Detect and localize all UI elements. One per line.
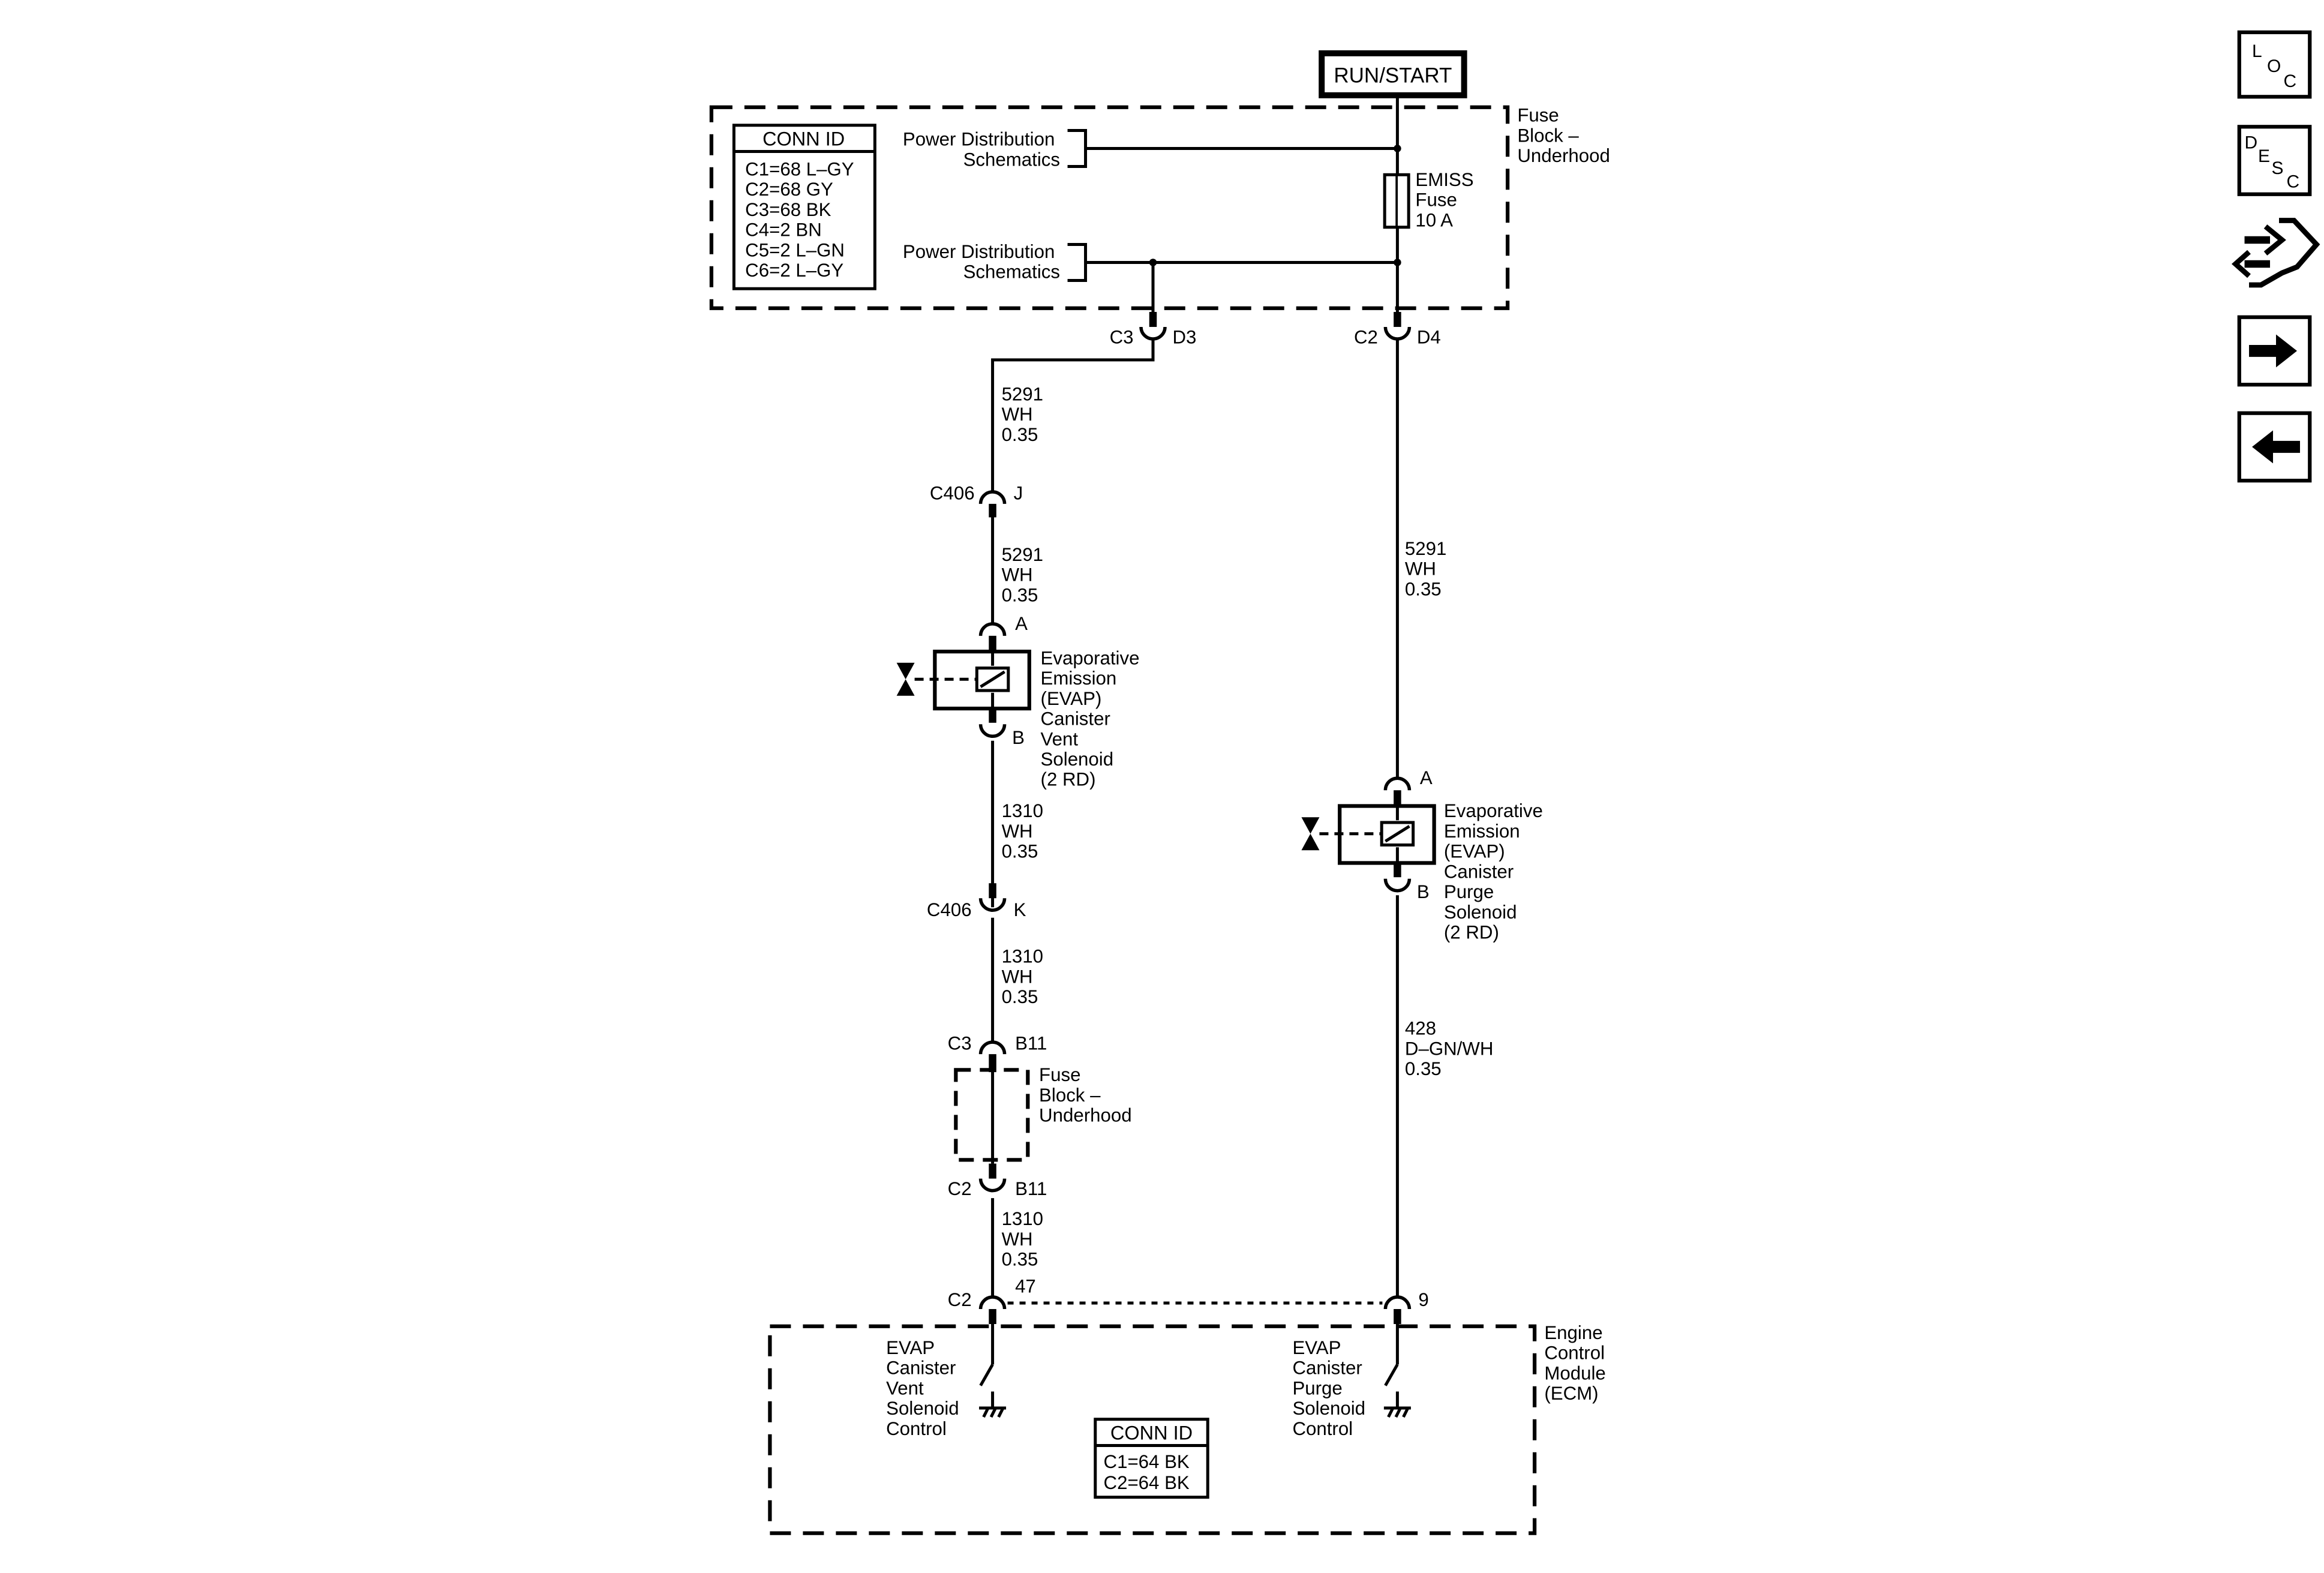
run-start-source: RUN/START [1319, 50, 1467, 98]
emiss-fuse-label: EMISS Fuse 10 A [1415, 169, 1479, 230]
conn-id-title-top: CONN ID [762, 128, 845, 150]
fuse-block-top-label: Fuse Block – Underhood [1517, 105, 1610, 166]
conn-id-table-ecm: CONN ID C1=64 BK C2=64 BK [1094, 1418, 1209, 1499]
svg-text:O: O [2267, 56, 2281, 76]
svg-text:C: C [2287, 172, 2300, 192]
connector-c3-d3: C3 D3 [1110, 311, 1196, 347]
connector-ecm-9: 9 [1383, 1289, 1429, 1325]
wrench-arrows-icon[interactable] [2231, 218, 2320, 288]
connector-ecm-c2-47: C2 47 [948, 1276, 1036, 1325]
ecm-vent-control-label: EVAP Canister Vent Solenoid Control [886, 1337, 964, 1439]
wire-5291-upper-left: 5291 WH 0.35 [1002, 383, 1049, 445]
ground-icon [979, 1406, 1007, 1418]
wire-1310-a: 1310 WH 0.35 [1002, 800, 1049, 861]
run-start-label: RUN/START [1334, 64, 1452, 88]
fuse-block-underhood-outline [709, 105, 1510, 310]
svg-text:C2: C2 [1354, 326, 1378, 347]
ecm-outline [768, 1324, 1537, 1535]
svg-text:J: J [1014, 482, 1023, 503]
vent-solenoid-label: Evaporative Emission (EVAP) Canister Ven… [1041, 647, 1145, 789]
svg-text:C406: C406 [927, 899, 972, 920]
purge-solenoid-label: Evaporative Emission (EVAP) Canister Pur… [1444, 800, 1548, 942]
wire-1310-b: 1310 WH 0.35 [1002, 946, 1049, 1007]
fuse-block-underhood-inline: Fuse Block – Underhood [954, 1064, 1132, 1164]
wire-5291-lower-left: 5291 WH 0.35 [1002, 544, 1049, 605]
connector-c406-j: C406 J [930, 482, 1023, 518]
conn-id-title-ecm: CONN ID [1110, 1422, 1193, 1443]
evap-canister-purge-solenoid: B [1301, 804, 1436, 902]
connector-purge-a: A [1383, 767, 1433, 806]
conn-id-list-top: C1=68 L–GY C2=68 GY C3=68 BK C4=2 BN C5=… [745, 159, 859, 281]
conn-id-table-top: CONN ID C1=68 L–GY C2=68 GY C3=68 BK C4=… [732, 124, 876, 290]
top-internal-wiring [1085, 94, 1399, 315]
svg-text:L: L [2252, 41, 2262, 61]
svg-text:Power Distribution Schem: Power Distribution Schematics [903, 129, 1060, 170]
svg-text:D4: D4 [1417, 326, 1441, 347]
connector-c3-b11: C3 B11 [948, 1033, 1047, 1073]
left-circuit-wiring [979, 338, 1155, 1407]
svg-text:B: B [1012, 727, 1025, 748]
arrow-left-icon [2252, 430, 2301, 464]
right-circuit-wiring [1384, 338, 1399, 1407]
arrow-right-icon [2249, 334, 2298, 368]
svg-text:D: D [2245, 133, 2258, 153]
evap-canister-vent-solenoid: B [896, 649, 1031, 748]
splice-dot [1394, 145, 1401, 152]
wire-428-right: 428 D–GN/WH 0.35 [1405, 1018, 1499, 1079]
svg-text:K: K [1014, 899, 1026, 920]
ground-icon [1383, 1406, 1411, 1418]
svg-text:C3: C3 [1110, 326, 1134, 347]
svg-text:9: 9 [1418, 1289, 1428, 1310]
description-button[interactable]: D E S C [2237, 125, 2312, 196]
svg-text:A: A [1420, 767, 1433, 788]
fuse-block-mid-label: Fuse Block – Underhood [1039, 1064, 1132, 1125]
connector-vent-a: A [978, 613, 1028, 651]
svg-text:C2: C2 [948, 1289, 972, 1310]
svg-text:D3: D3 [1172, 326, 1196, 347]
svg-text:B: B [1417, 881, 1430, 902]
svg-text:C: C [2284, 71, 2297, 91]
next-page-button[interactable] [2237, 315, 2312, 387]
ecm-label: Engine Control Module (ECM) [1544, 1322, 1611, 1404]
splice-dot [1149, 259, 1157, 266]
svg-text:S: S [2272, 158, 2284, 178]
ecm-purge-control-label: EVAP Canister Purge Solenoid Control [1292, 1337, 1370, 1439]
connector-c2-d4: C2 D4 [1354, 311, 1441, 347]
splice-dot [1394, 259, 1401, 266]
connector-c2-b11: C2 B11 [948, 1163, 1047, 1199]
svg-text:A: A [1015, 613, 1028, 634]
wire-5291-right: 5291 WH 0.35 [1405, 538, 1452, 599]
svg-text:47: 47 [1015, 1276, 1036, 1297]
emiss-fuse: EMISS Fuse 10 A [1383, 169, 1479, 230]
power-distribution-ref-2[interactable]: Power Distribution Schematics [903, 241, 1088, 283]
wire-1310-c: 1310 WH 0.35 [1002, 1208, 1049, 1269]
conn-id-list-ecm: C1=64 BK C2=64 BK [1104, 1451, 1195, 1493]
svg-text:C3: C3 [948, 1033, 972, 1054]
svg-text:B11: B11 [1015, 1033, 1047, 1054]
svg-text:B11: B11 [1015, 1178, 1047, 1199]
connector-c406-k: C406 K [927, 883, 1026, 920]
svg-text:C2: C2 [948, 1178, 972, 1199]
svg-text:E: E [2258, 146, 2270, 166]
previous-page-button[interactable] [2237, 411, 2312, 483]
location-button[interactable]: L O C [2237, 30, 2312, 99]
power-distribution-ref-1[interactable]: Power Distribution Schematics [903, 129, 1088, 170]
valve-icon [896, 662, 915, 696]
svg-text:C406: C406 [930, 482, 975, 503]
svg-text:Power Distribution Schem: Power Distribution Schematics [903, 241, 1060, 283]
